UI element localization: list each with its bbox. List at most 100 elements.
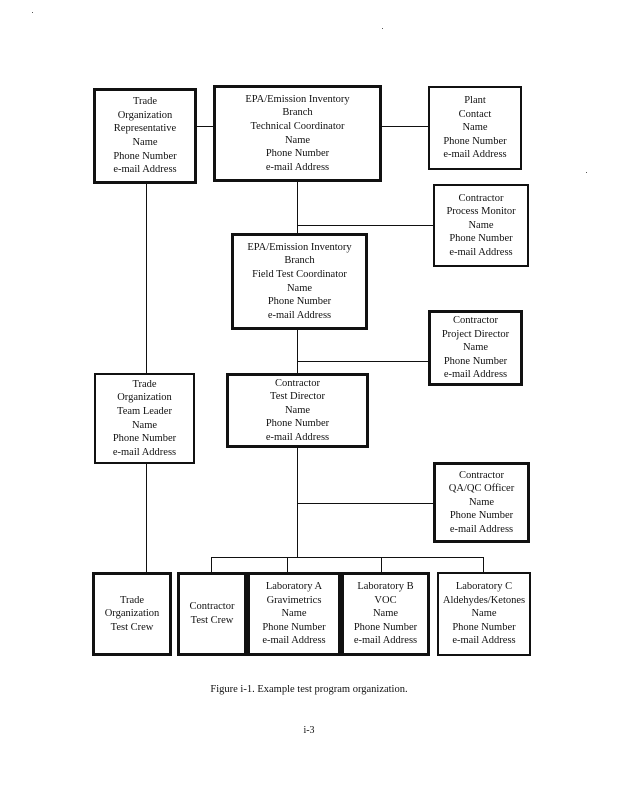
page-number: i-3 bbox=[303, 725, 315, 736]
box-line: Project Director bbox=[441, 328, 510, 340]
box-line: Process Monitor bbox=[446, 206, 516, 218]
plant-contact-box: Plant Contact Name Phone Number e-mail A… bbox=[428, 86, 522, 170]
box-line: Representative bbox=[113, 123, 177, 135]
box-line: e-mail Address bbox=[267, 309, 332, 321]
box-line: Phone Number bbox=[443, 355, 508, 367]
box-line: Name bbox=[471, 608, 497, 620]
connector-trade-leader-to-crew bbox=[146, 464, 147, 572]
contractor-test-director-box: Contractor Test Director Name Phone Numb… bbox=[226, 373, 369, 448]
box-line: Contractor bbox=[453, 315, 498, 327]
box-line: Contractor bbox=[189, 601, 235, 613]
box-line: Phone Number bbox=[353, 621, 418, 633]
contractor-process-monitor-box: Contractor Process Monitor Name Phone Nu… bbox=[433, 184, 529, 267]
laboratory-b-box: Laboratory B VOC Name Phone Number e-mai… bbox=[340, 572, 430, 656]
scan-speck bbox=[382, 28, 383, 29]
box-line: Phone Number bbox=[443, 135, 507, 147]
box-line: Trade bbox=[132, 96, 158, 108]
contractor-project-director-box: Contractor Project Director Name Phone N… bbox=[428, 310, 523, 386]
box-line: Name bbox=[284, 404, 311, 416]
box-line: e-mail Address bbox=[265, 161, 330, 173]
box-line: Test Director bbox=[270, 391, 325, 403]
box-line: VOC bbox=[374, 594, 397, 606]
epa-technical-coordinator-box: EPA/Emission Inventory Branch Technical … bbox=[213, 85, 382, 182]
box-line: Laboratory A bbox=[265, 581, 323, 593]
box-line: Organization bbox=[117, 109, 173, 121]
box-line: Laboratory C bbox=[455, 581, 513, 593]
box-line: Phone Number bbox=[262, 621, 326, 633]
box-line: Phone Number bbox=[265, 418, 330, 430]
box-line: EPA/Emission Inventory bbox=[245, 93, 350, 105]
box-line: Branch bbox=[282, 107, 313, 119]
box-line: Name bbox=[462, 122, 488, 134]
box-line: Name bbox=[462, 342, 489, 354]
box-line: e-mail Address bbox=[353, 635, 418, 647]
connector-epa-tech-to-epa-field bbox=[297, 181, 298, 233]
connector-bus-to-lab-a bbox=[287, 557, 288, 572]
box-line: EPA/Emission Inventory bbox=[247, 241, 352, 253]
box-line: Organization bbox=[104, 608, 160, 620]
box-line: Contractor bbox=[458, 192, 504, 204]
box-line: Plant bbox=[464, 95, 486, 107]
box-line: e-mail Address bbox=[262, 635, 326, 647]
connector-bus-to-lab-b bbox=[381, 557, 382, 572]
laboratory-c-box: Laboratory C Aldehydes/Ketones Name Phon… bbox=[437, 572, 531, 656]
scan-speck bbox=[32, 12, 33, 13]
box-line: Phone Number bbox=[452, 621, 516, 633]
box-line: e-mail Address bbox=[449, 523, 514, 535]
box-line: e-mail Address bbox=[113, 164, 177, 176]
box-line: QA/QC Officer bbox=[448, 483, 515, 495]
box-line: e-mail Address bbox=[112, 446, 177, 458]
box-line: Phone Number bbox=[449, 233, 513, 245]
box-line: e-mail Address bbox=[265, 431, 330, 443]
box-line: Field Test Coordinator bbox=[252, 268, 347, 280]
box-line: Phone Number bbox=[112, 433, 177, 445]
box-line: Name bbox=[284, 134, 311, 146]
box-line: Name bbox=[468, 219, 494, 231]
box-line: e-mail Address bbox=[449, 246, 513, 258]
box-line: Organization bbox=[117, 392, 172, 404]
box-line: Contact bbox=[458, 108, 492, 120]
connector-bus-to-contractor-crew bbox=[211, 557, 212, 572]
box-line: Phone Number bbox=[267, 296, 332, 308]
contractor-qaqc-officer-box: Contractor QA/QC Officer Name Phone Numb… bbox=[433, 462, 530, 543]
box-line: Phone Number bbox=[265, 148, 330, 160]
trade-organization-representative-box: Trade Organization Representative Name P… bbox=[93, 88, 197, 184]
box-line: Phone Number bbox=[113, 150, 177, 162]
box-line: Name bbox=[468, 496, 495, 508]
box-line: e-mail Address bbox=[443, 149, 507, 161]
connector-to-process-monitor bbox=[297, 225, 434, 226]
scan-speck bbox=[586, 172, 587, 173]
box-line: Contractor bbox=[275, 377, 320, 389]
box-line: Name bbox=[286, 282, 313, 294]
box-line: Contractor bbox=[459, 469, 504, 481]
figure-caption: Figure i-1. Example test program organiz… bbox=[210, 684, 408, 695]
box-line: Test Crew bbox=[190, 615, 234, 626]
trade-organization-test-crew-box: Trade Organization Test Crew bbox=[92, 572, 172, 656]
connector-to-project-director bbox=[297, 361, 429, 362]
box-line: Name bbox=[132, 137, 158, 148]
box-line: Team Leader bbox=[117, 405, 172, 417]
connector-epa-tech-to-plant bbox=[381, 126, 429, 127]
connector-to-qaqc-officer bbox=[297, 503, 434, 504]
connector-trade-rep-to-trade-leader bbox=[146, 183, 147, 373]
box-line: e-mail Address bbox=[443, 369, 508, 381]
box-line: Branch bbox=[284, 255, 315, 267]
box-line: Name bbox=[372, 608, 399, 620]
trade-organization-team-leader-box: Trade Organization Team Leader Name Phon… bbox=[94, 373, 195, 464]
connector-epa-field-to-test-director bbox=[297, 329, 298, 373]
box-line: Test Crew bbox=[110, 621, 154, 633]
box-line: Trade bbox=[132, 378, 157, 390]
connector-lab-bus bbox=[211, 557, 484, 558]
connector-test-director-to-labs bbox=[297, 447, 298, 557]
box-line: Name bbox=[281, 608, 307, 620]
box-line: Phone Number bbox=[449, 510, 514, 522]
box-line: Trade bbox=[119, 594, 145, 606]
laboratory-a-box: Laboratory A Gravimetrics Name Phone Num… bbox=[246, 572, 341, 656]
epa-field-test-coordinator-box: EPA/Emission Inventory Branch Field Test… bbox=[231, 233, 368, 330]
box-line: Technical Coordinator bbox=[250, 120, 345, 132]
connector-bus-to-lab-c bbox=[483, 557, 484, 572]
box-line: Laboratory B bbox=[357, 581, 414, 593]
box-line: Aldehydes/Ketones bbox=[442, 594, 526, 606]
box-line: e-mail Address bbox=[452, 635, 516, 647]
box-line: Gravimetrics bbox=[266, 594, 322, 606]
